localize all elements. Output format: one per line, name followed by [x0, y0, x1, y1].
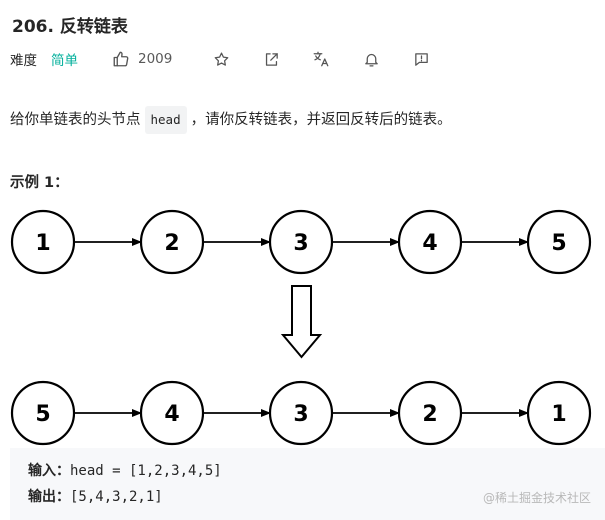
difficulty-label: 难度: [10, 53, 37, 69]
input-node-label-1: 1: [35, 231, 50, 256]
output-node-label-4: 2: [422, 402, 437, 427]
like-button[interactable]: 2009: [110, 48, 172, 70]
input-label: 输入：: [28, 463, 70, 479]
description-text-after: ，请你反转链表，并返回反转后的链表。: [190, 112, 452, 128]
output-value: [5,4,3,2,1]: [70, 489, 163, 505]
input-value: head = [1,2,3,4,5]: [70, 463, 222, 479]
input-node-label-5: 5: [551, 231, 566, 256]
subscribe-button[interactable]: [360, 48, 382, 70]
watermark: @稀土掘金技术社区: [482, 491, 591, 505]
star-icon: [214, 51, 229, 66]
problem-description: 给你单链表的头节点 head ，请你反转链表，并返回反转后的链表。: [10, 106, 452, 134]
output-node-label-2: 4: [164, 402, 179, 427]
share-button[interactable]: [260, 48, 282, 70]
down-arrow-icon: [280, 285, 323, 359]
linked-list-diagram: 1 2 3 4 5 5 4 3 2 1: [10, 209, 592, 446]
inline-code-head: head: [144, 106, 187, 134]
bell-icon: [365, 53, 378, 67]
example-output-line: 输出：[5,4,3,2,1]: [28, 486, 163, 506]
example-title: 示例 1：: [10, 175, 69, 191]
output-label: 输出：: [28, 489, 70, 505]
like-count: 2009: [138, 51, 173, 67]
translate-icon: [313, 51, 329, 67]
output-node-label-1: 5: [35, 402, 50, 427]
input-list-row: 1 2 3 4 5: [10, 209, 592, 275]
feedback-button[interactable]: [410, 48, 432, 70]
output-list-row: 5 4 3 2 1: [10, 380, 592, 446]
problem-title: 206. 反转链表: [12, 17, 128, 37]
favorite-button[interactable]: [210, 48, 232, 70]
share-icon: [265, 52, 278, 66]
output-node-label-3: 3: [293, 402, 308, 427]
feedback-icon: [415, 52, 428, 66]
input-node-label-2: 2: [164, 231, 179, 256]
difficulty-badge: 简单: [51, 53, 78, 69]
output-node-5: [526, 380, 592, 446]
output-node-label-5: 1: [551, 402, 566, 427]
description-text-before: 给你单链表的头节点: [10, 112, 141, 128]
example-input-line: 输入：head = [1,2,3,4,5]: [28, 460, 222, 480]
example-io-block: 输入：head = [1,2,3,4,5] 输出：[5,4,3,2,1]: [10, 448, 605, 520]
thumbs-up-icon: [110, 48, 132, 70]
input-node-label-4: 4: [422, 231, 437, 256]
input-node-5: [526, 209, 592, 275]
problem-meta-bar: 难度 简单 2009: [10, 46, 432, 72]
input-node-label-3: 3: [293, 231, 308, 256]
translate-button[interactable]: [310, 48, 332, 70]
